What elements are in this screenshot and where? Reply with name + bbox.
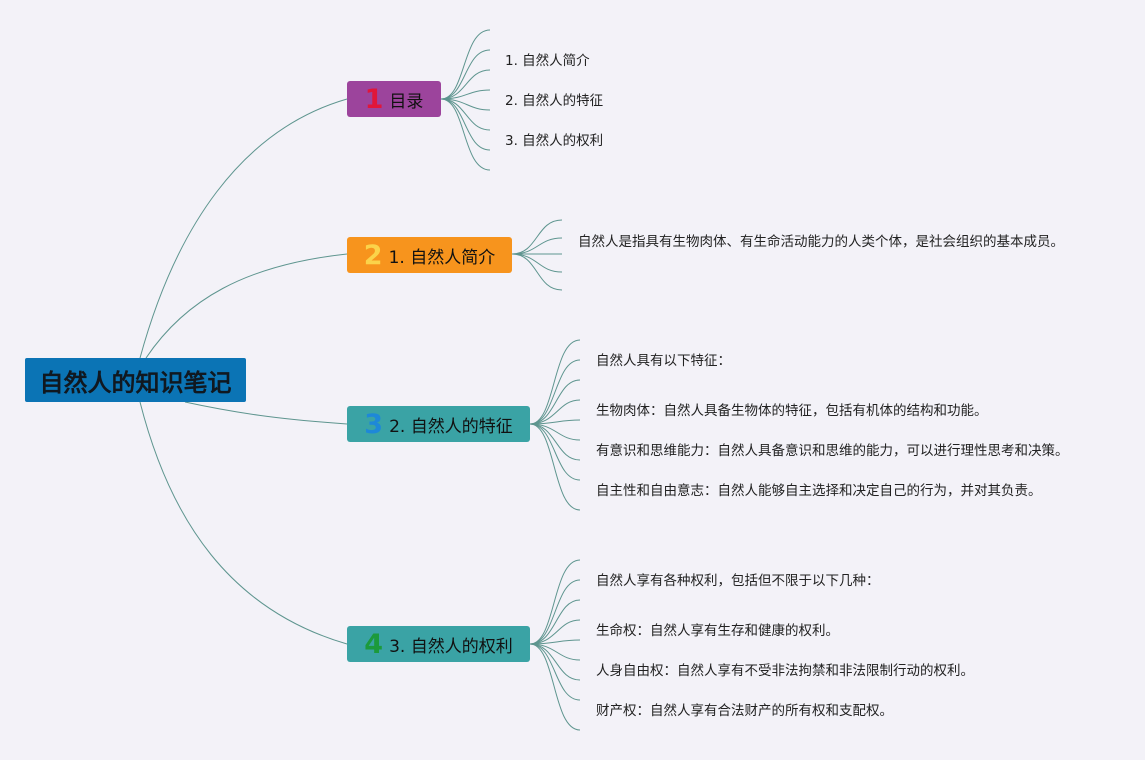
- leaf-rights-life[interactable]: 生命权：自然人享有生存和健康的权利。: [596, 623, 839, 639]
- root-topic[interactable]: 自然人的知识笔记: [25, 358, 246, 402]
- root-title: 自然人的知识笔记: [39, 368, 232, 397]
- topic-label: 2. 自然人的特征: [389, 416, 513, 437]
- link-root-topic-3: [184, 401, 348, 425]
- leaf-rights-intro[interactable]: 自然人享有各种权利，包括但不限于以下几种：: [596, 573, 880, 589]
- topic-label: 1. 自然人简介: [388, 247, 496, 268]
- leaf-characteristics-mind[interactable]: 有意识和思维能力：自然人具备意识和思维的能力，可以进行理性思考和决策。: [596, 443, 1069, 459]
- link-root-topic-4: [139, 401, 348, 645]
- leaf-characteristics-intro[interactable]: 自然人具有以下特征：: [596, 353, 731, 369]
- link-root-topic-2: [145, 253, 348, 359]
- leaf-introduction-text[interactable]: 自然人是指具有生物肉体、有生命活动能力的人类个体，是社会组织的基本成员。: [578, 234, 1064, 250]
- topic-label: 目录: [389, 91, 424, 112]
- topic-number: 4: [364, 628, 384, 660]
- leaf-toc-1[interactable]: 1. 自然人简介: [505, 53, 590, 69]
- topic-number: 1: [364, 83, 384, 115]
- topic-toc[interactable]: 1 目录: [347, 81, 441, 117]
- topic-introduction[interactable]: 2 1. 自然人简介: [347, 237, 512, 273]
- topic-number: 3: [364, 408, 384, 440]
- topic-number: 2: [363, 239, 383, 271]
- leaf-rights-liberty[interactable]: 人身自由权：自然人享有不受非法拘禁和非法限制行动的权利。: [596, 663, 974, 679]
- link-root-topic-1: [139, 98, 348, 359]
- leaf-characteristics-body[interactable]: 生物肉体：自然人具备生物体的特征，包括有机体的结构和功能。: [596, 403, 988, 419]
- topic-characteristics[interactable]: 3 2. 自然人的特征: [347, 406, 530, 442]
- leaf-rights-property[interactable]: 财产权：自然人享有合法财产的所有权和支配权。: [596, 703, 893, 719]
- topic-label: 3. 自然人的权利: [389, 636, 513, 657]
- topic-rights[interactable]: 4 3. 自然人的权利: [347, 626, 530, 662]
- leaf-toc-2[interactable]: 2. 自然人的特征: [505, 93, 604, 109]
- leaf-toc-3[interactable]: 3. 自然人的权利: [505, 133, 604, 149]
- leaf-characteristics-will[interactable]: 自主性和自由意志：自然人能够自主选择和决定自己的行为，并对其负责。: [596, 483, 1042, 499]
